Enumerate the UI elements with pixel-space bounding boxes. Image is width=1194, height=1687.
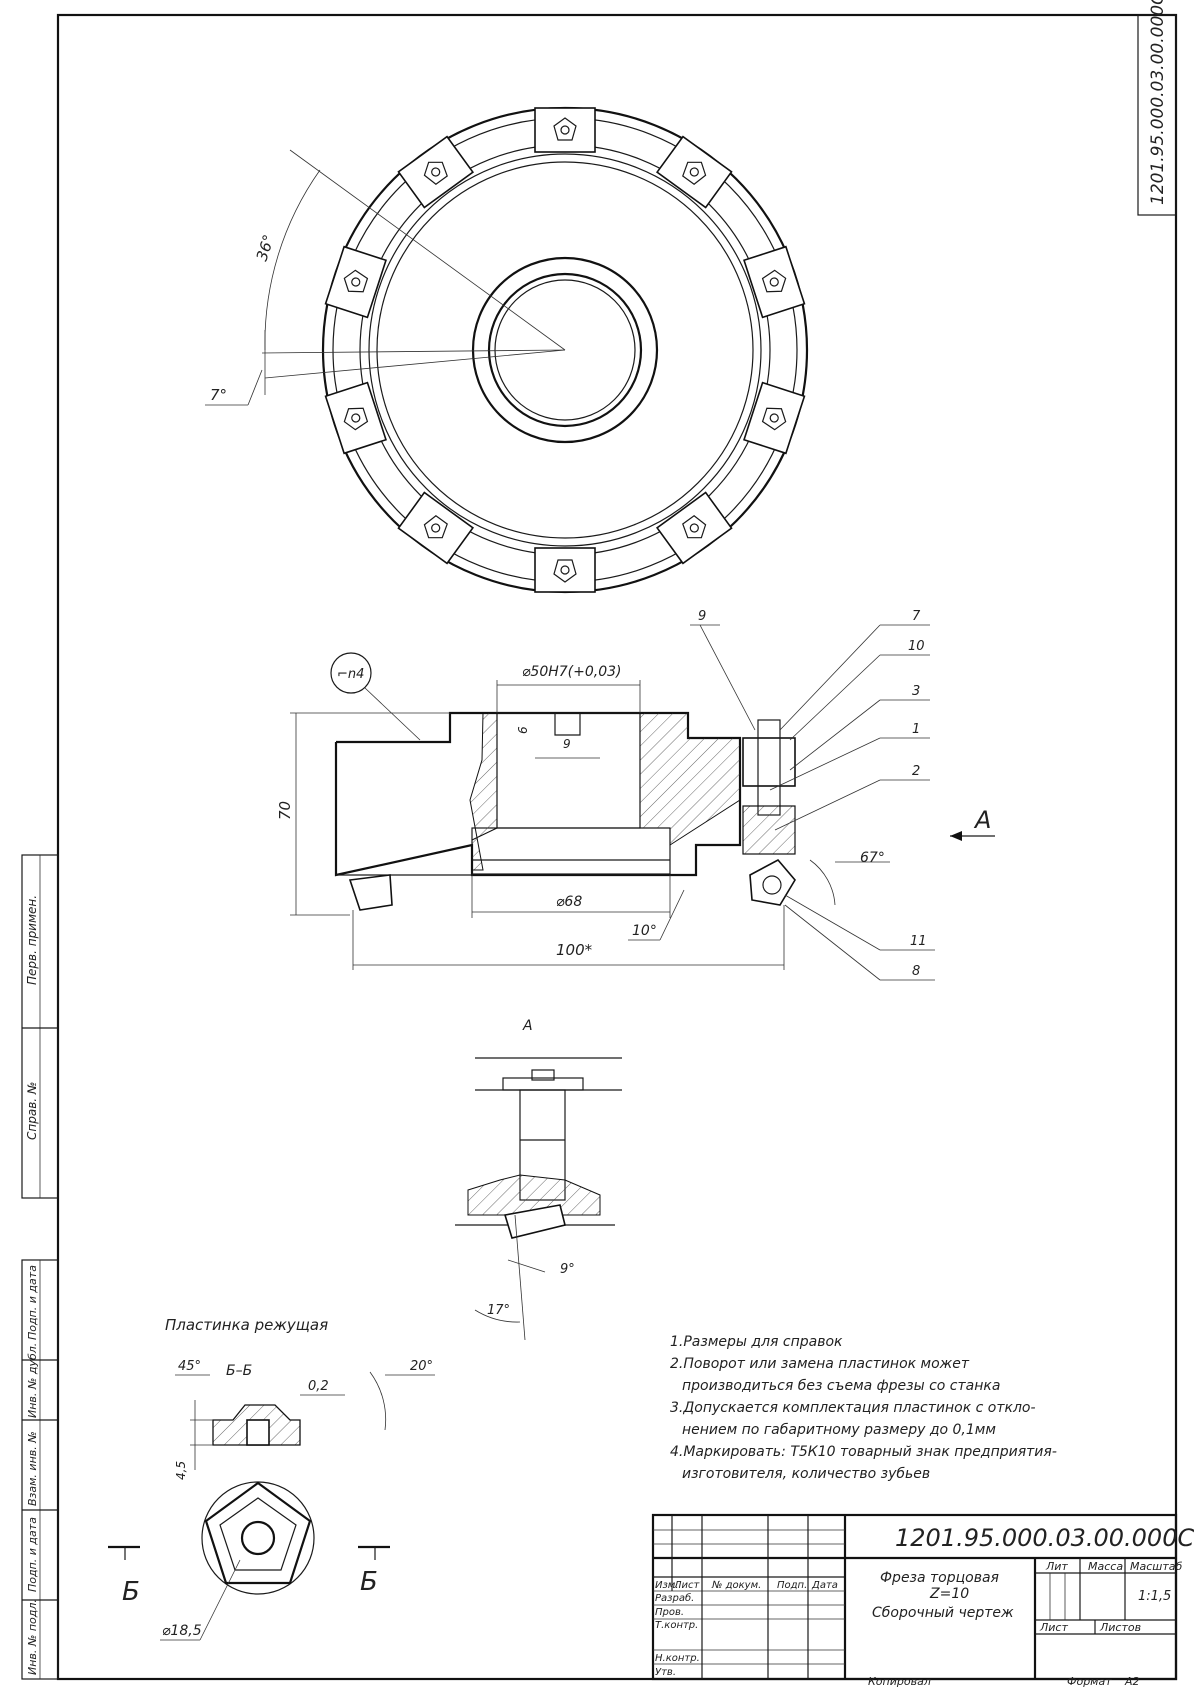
note-3a: 3.Допускается комплектация пластинок с о… (670, 1400, 1036, 1416)
dim-height-70: 70 (276, 801, 294, 820)
view-arrow-a: А (973, 806, 991, 834)
front-section-view: ⌀50H7(+0,03) 6 9 70 ⌀68 100* 10° 67° ⌐n4… (276, 652, 995, 970)
tb-list: Лист (1039, 1621, 1068, 1634)
dim-dia-68: ⌀68 (556, 894, 582, 910)
col-inv-dubl: Инв. № дубл. (26, 1343, 39, 1418)
dim-overall-100: 100* (556, 941, 593, 959)
balloon-9: 9 (698, 609, 706, 624)
tb-listov: Листов (1099, 1621, 1141, 1634)
balloon-2: 2 (912, 764, 920, 779)
tb-col-izm: Изм. (655, 1580, 679, 1591)
part-balloons: 9 7 10 3 1 2 11 8 (690, 609, 935, 981)
col-vzam-inv: Взам. инв. № (26, 1431, 39, 1506)
tb-col-list: Лист (673, 1580, 701, 1591)
section-mark-left: Б (122, 1577, 140, 1607)
dim-insert-02: 0,2 (308, 1379, 329, 1394)
tb-lit: Лит (1045, 1560, 1068, 1573)
note-4b: изготовителя, количество зубьев (682, 1466, 930, 1482)
dim-angle-67: 67° (860, 850, 885, 866)
col-sprav: Справ. № (25, 1082, 39, 1140)
balloon-1: 1 (912, 722, 920, 737)
insert-pockets (324, 107, 806, 593)
tb-col-podp: Подп. (777, 1580, 807, 1591)
tb-designation: 1201.95.000.03.00.000СБ (895, 1524, 1194, 1552)
view-a-title: А (522, 1018, 533, 1034)
col-podp-data-2: Подп. и дата (26, 1517, 39, 1592)
technical-notes: 1.Размеры для справок 2.Поворот или заме… (670, 1334, 1057, 1482)
side-columns: Перв. примен. Справ. № Подп. и дата Инв.… (21, 854, 59, 1680)
balloon-11: 11 (910, 934, 927, 949)
dim-angle-7: 7° (210, 386, 227, 404)
col-inv-podl: Инв. № подл. (26, 1599, 39, 1675)
dim-insert-45deg: 45° (178, 1359, 201, 1374)
tb-tkontr: Т.контр. (655, 1620, 698, 1631)
dim-insert-20deg: 20° (410, 1359, 433, 1374)
dim-insert-dia: ⌀18,5 (162, 1623, 202, 1639)
dim-angle-9: 9° (560, 1262, 575, 1277)
tb-col-doc: № докум. (711, 1580, 761, 1591)
top-view-cutter: 36° 7° (205, 106, 809, 594)
dim-angle-36: 36° (253, 232, 278, 263)
section-title: Б–Б (226, 1363, 252, 1379)
note-3b: нением по габаритному размеру до 0,1мм (682, 1422, 996, 1438)
tb-nkontr: Н.контр. (655, 1653, 700, 1664)
dim-angle-17: 17° (487, 1303, 510, 1318)
balloon-3: 3 (912, 684, 920, 699)
sheet-frame: 1201.95.000.03.00.000СБ (56, 0, 1178, 1681)
dim-angle-10: 10° (632, 923, 657, 939)
dim-insert-45h: 4,5 (174, 1461, 188, 1480)
balloon-10: 10 (908, 639, 925, 654)
tb-masshtab: Масштаб (1130, 1560, 1182, 1573)
rotated-designation: 1201.95.000.03.00.000СБ (1148, 0, 1168, 205)
tb-col-data: Дата (811, 1580, 838, 1591)
footer-format-value: А2 (1124, 1675, 1140, 1687)
tb-title-1: Фреза торцовая (880, 1570, 999, 1586)
balloon-7: 7 (912, 609, 921, 624)
tb-scale-value: 1:1,5 (1138, 1589, 1171, 1604)
footer-kopiroval: Копировал (868, 1675, 931, 1687)
tb-razrab: Разраб. (655, 1592, 694, 1604)
dim-bore: ⌀50H7(+0,03) (522, 664, 622, 680)
col-perv-primen: Перв. примен. (25, 895, 39, 985)
dim-slot-width: 9 (563, 737, 571, 751)
roughness-mark: ⌐n4 (337, 667, 364, 682)
sheet-footer: Копировал Формат А2 (868, 1675, 1140, 1687)
title-block: 1201.95.000.03.00.000СБ Фреза торцовая Z… (651, 1513, 1194, 1681)
note-4a: 4.Маркировать: Т5К10 товарный знак предп… (670, 1444, 1057, 1460)
insert-detail: Пластинка режущая Б–Б 4,5 45° 0,2 20° ⌀1… (108, 1316, 435, 1641)
note-2b: производиться без съема фрезы со станка (682, 1378, 1000, 1394)
dim-slot-depth: 6 (516, 726, 530, 734)
balloon-8: 8 (912, 964, 920, 979)
footer-format-label: Формат (1067, 1675, 1112, 1687)
tb-title-3: Сборочный чертеж (872, 1605, 1014, 1621)
col-podp-data-1: Подп. и дата (26, 1265, 39, 1340)
note-2a: 2.Поворот или замена пластинок может (670, 1356, 970, 1372)
tb-prov: Пров. (655, 1607, 684, 1618)
tb-massa: Масса (1088, 1560, 1123, 1573)
view-a-detail: А 9° 17° (455, 1018, 622, 1341)
insert-title: Пластинка режущая (165, 1316, 328, 1334)
section-mark-right: Б (360, 1567, 378, 1597)
tb-title-2: Z=10 (929, 1586, 969, 1602)
tb-utv: Утв. (655, 1667, 676, 1678)
note-1: 1.Размеры для справок (670, 1334, 843, 1350)
